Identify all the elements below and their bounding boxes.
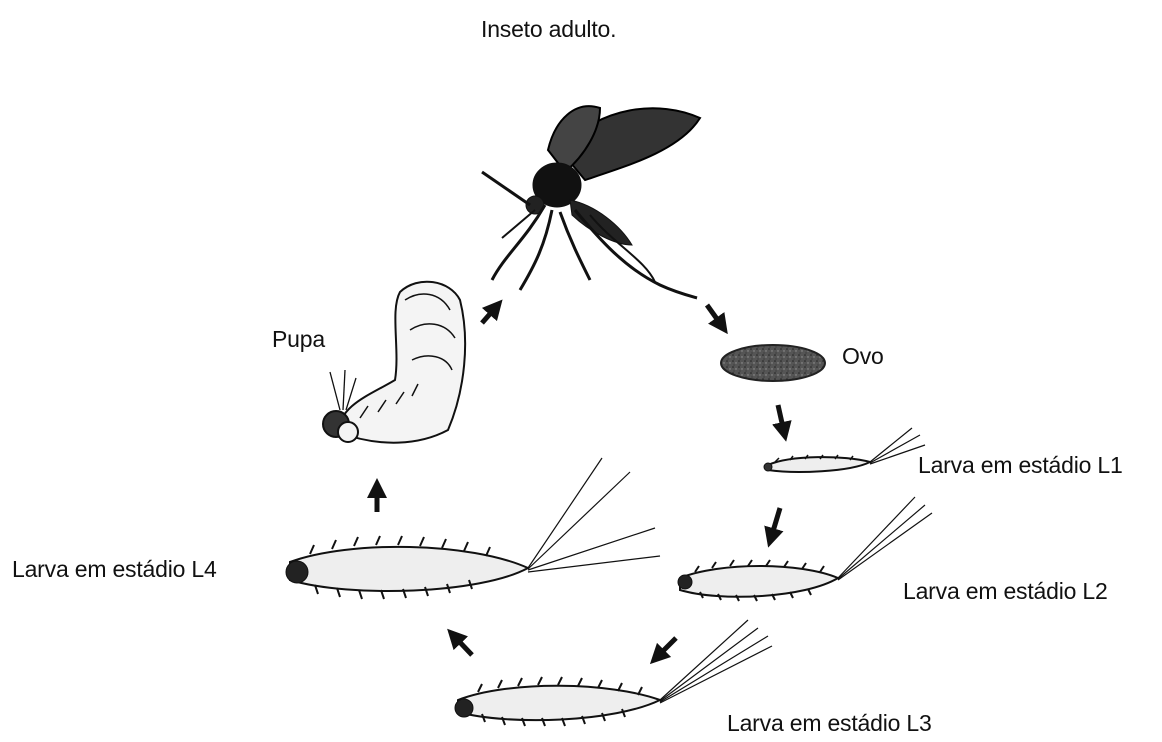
pupa-illustration [323,282,465,443]
larva-l1-illustration [764,428,925,472]
pupa-label: Pupa [272,326,325,353]
title-adult-insect-label: Inseto adulto. [481,16,616,43]
adult-insect-illustration [482,106,700,298]
egg-label: Ovo [842,343,884,370]
larva-l2-label: Larva em estádio L2 [903,578,1108,605]
larva-l4-illustration [286,458,660,599]
larva-l3-illustration [455,620,772,726]
arrow-pupa-to-adult [482,307,496,323]
arrow-l1-to-l2 [771,508,780,538]
arrow-adult-to-egg [707,305,722,326]
larva-l3-label: Larva em estádio L3 [727,710,932,737]
larva-l1-label: Larva em estádio L1 [918,452,1123,479]
larva-l2-illustration [678,497,932,601]
larva-l4-label: Larva em estádio L4 [12,556,217,583]
arrow-egg-to-l1 [778,405,784,432]
egg-illustration [721,345,825,381]
arrow-l2-to-l3 [657,638,676,657]
arrow-l3-to-l4 [454,636,472,655]
